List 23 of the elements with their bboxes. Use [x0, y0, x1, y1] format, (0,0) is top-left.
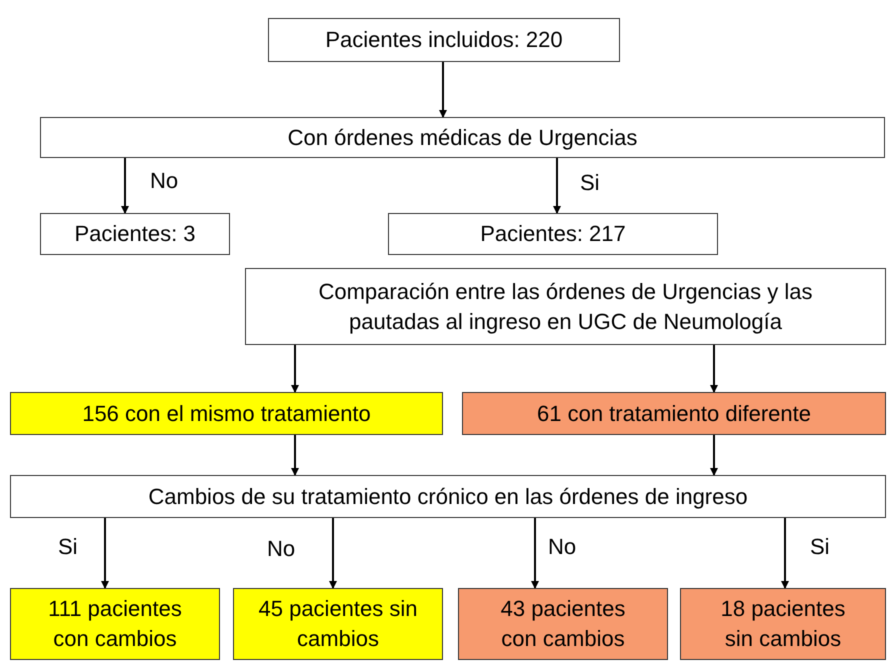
process-box: 45 pacientes sin cambios: [233, 588, 443, 660]
process-box: Pacientes incluidos: 220: [268, 18, 620, 62]
process-box: Con órdenes médicas de Urgencias: [40, 117, 885, 158]
process-box: 18 pacientes sin cambios: [680, 588, 886, 660]
process-box: Cambios de su tratamiento crónico en las órdenes de ingreso: [10, 475, 886, 518]
arrow: [710, 345, 718, 393]
arrow: [291, 435, 299, 476]
process-box: Pacientes: 217: [388, 213, 718, 255]
process-box: 111 pacientes con cambios: [10, 588, 220, 660]
arrow: [439, 62, 447, 118]
process-box: Pacientes: 3: [40, 213, 230, 255]
process-box: Comparación entre las órdenes de Urgencias y las pautadas al ingreso en UGC de Neumología: [245, 268, 886, 345]
arrow: [329, 518, 337, 589]
process-box: 61 con tratamiento diferente: [462, 392, 886, 435]
arrow: [531, 518, 539, 589]
arrow: [101, 518, 109, 589]
process-box: 43 pacientes con cambios: [458, 588, 668, 660]
arrow: [291, 345, 299, 393]
arrow: [553, 158, 561, 214]
arrow: [710, 435, 718, 476]
process-box: 156 con el mismo tratamiento: [10, 392, 443, 435]
arrow: [121, 158, 129, 214]
arrow: [781, 518, 789, 589]
